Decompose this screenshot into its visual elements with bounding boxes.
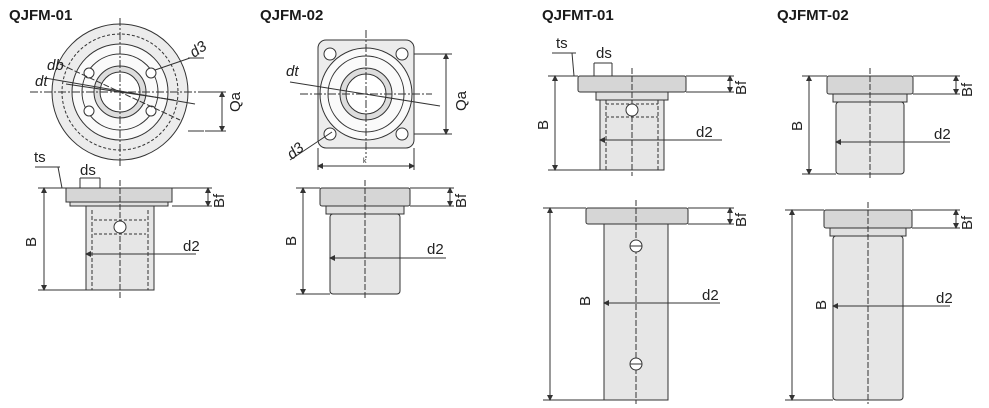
label-ds: ds [596,45,612,62]
label-qa: Qa [453,90,470,111]
label-bf: Bf [959,82,976,97]
label-b: B [283,236,300,246]
label-ts: ts [556,35,568,52]
label-b: B [535,120,552,130]
bolt-holes [323,47,409,141]
title-qjfm-01: QJFM-01 [9,7,73,24]
label-b: B [577,296,594,306]
label-b: B [789,121,806,131]
qjfm-02-side-view [296,180,454,300]
qjfmt-02-long-view [785,202,960,404]
qjfm-01-side-view [35,166,212,298]
label-dt: dt [286,63,299,80]
title-qjfm-02: QJFM-02 [260,7,324,24]
label-bf: Bf [733,212,750,227]
qjfmt-02-short-view [802,68,960,180]
label-k: k [363,158,367,165]
label-bf: Bf [733,80,750,95]
label-d2: d2 [936,290,953,307]
label-bf: Bf [453,193,470,208]
label-ts: ts [34,149,46,166]
label-d2: d2 [702,287,719,304]
label-dt: dt [35,73,48,90]
qjfm-01-top-view [30,18,226,166]
title-qjfmt-02: QJFMT-02 [777,7,849,24]
label-bf: Bf [211,193,228,208]
title-qjfmt-01: QJFMT-01 [542,7,614,24]
qjfm-02-top-view [289,30,452,170]
label-d2: d2 [696,124,713,141]
label-b: B [813,300,830,310]
label-d3: d3 [284,139,308,163]
qjfmt-01-short-view [548,52,734,176]
label-d2: d2 [183,238,200,255]
label-qa: Qa [227,91,244,112]
label-db: db [47,57,64,74]
flange [65,187,173,203]
label-b: B [23,237,40,247]
qjfmt-01-long-view [543,200,734,404]
label-d2: d2 [427,241,444,258]
flange [585,207,689,225]
label-ds: ds [80,162,96,179]
bolt-holes [83,67,157,117]
label-bf: Bf [959,215,976,230]
label-d2: d2 [934,126,951,143]
